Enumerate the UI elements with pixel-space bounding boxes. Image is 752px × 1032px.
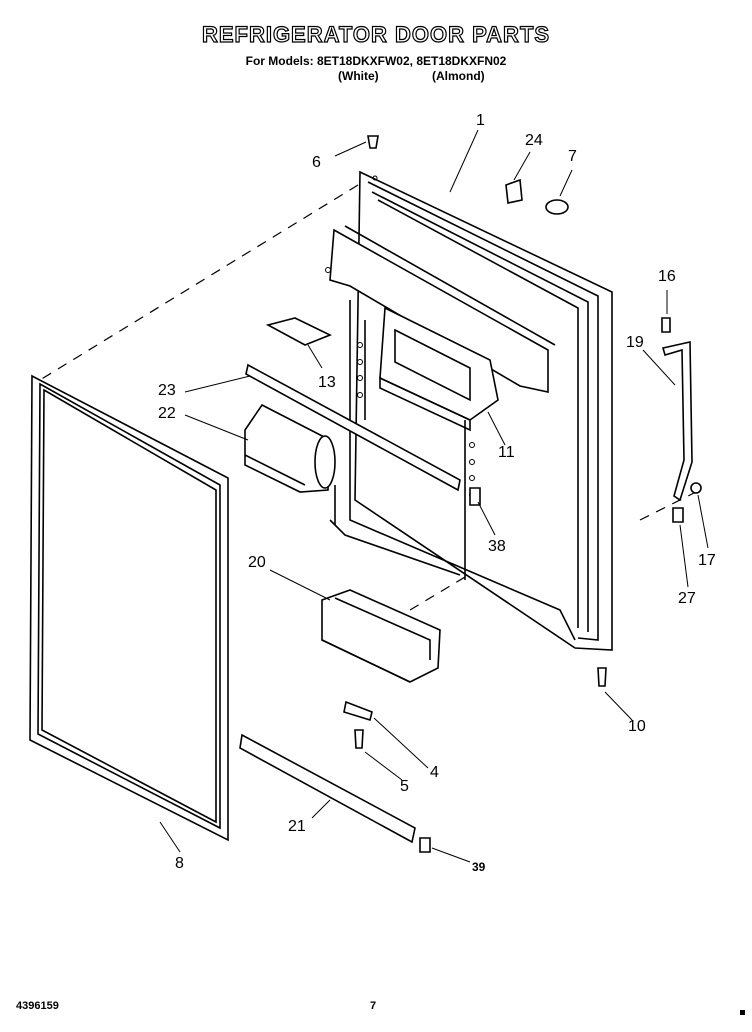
callout-11: 11 [498,444,515,461]
callout-8: 8 [175,855,184,872]
callout-4: 4 [430,764,439,781]
callout-6: 6 [312,154,321,171]
callout-10: 10 [628,718,646,735]
washer-part-17 [690,482,702,494]
cap-part-7 [545,199,569,215]
leader-lines [159,129,709,863]
callout-19: 19 [626,334,644,351]
corner-mark [740,1010,745,1015]
callout-20: 20 [248,554,266,571]
variant-almond: (Almond) [432,69,485,83]
callout-22: 22 [158,405,176,422]
spacer-part-27 [672,507,684,523]
butter-compartment [244,403,336,493]
models-line: For Models: 8ET18DKXFW02, 8ET18DKXFN02 [245,54,507,68]
callout-23: 23 [158,382,176,399]
screw-part-6 [367,135,379,149]
small-cover [265,317,332,346]
screw-part-10 [597,667,607,687]
callout-7: 7 [568,148,577,165]
alignment-line-hinge [639,489,701,521]
door-bin [321,589,441,683]
door-gasket [29,374,229,842]
clip-part-39 [419,837,431,853]
callout-21: 21 [288,818,306,835]
document-number: 4396159 [16,1000,59,1012]
page-number: 7 [370,1000,377,1012]
callout-1: 1 [476,112,485,129]
callout-16: 16 [658,268,676,285]
shelf-bar [245,363,461,492]
bottom-trim [239,733,416,844]
callout-13: 13 [318,374,336,391]
callout-38: 38 [488,538,506,555]
callout-24: 24 [525,132,543,149]
hinge-bar [661,341,693,502]
hinge-part-4 [343,700,373,722]
diagram-title: REFRIGERATOR DOOR PARTS [201,21,551,47]
bushing-part-24 [505,178,523,204]
variant-white: (White) [338,69,379,83]
screw-part-5 [354,729,364,749]
callout-17: 17 [698,552,716,569]
callout-39: 39 [472,860,486,874]
callout-27: 27 [678,590,696,607]
screw-part-16 [661,317,671,333]
callout-5: 5 [400,778,409,795]
dairy-door [379,306,499,432]
alignment-line-top [39,184,359,381]
